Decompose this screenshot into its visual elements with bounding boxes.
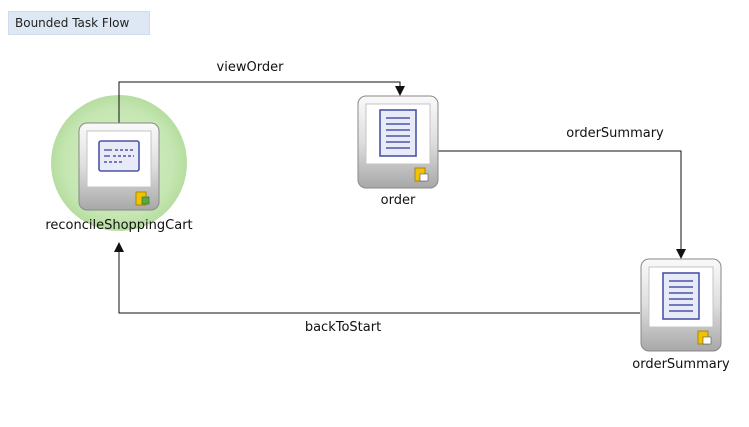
edge-viewOrder[interactable] [118, 81, 405, 123]
node-label-order: order [380, 193, 416, 208]
node-label-orderSummary: orderSummary [632, 357, 730, 372]
view-badge-icon [697, 330, 712, 345]
method-call-node-reconcileShoppingCart[interactable] [78, 122, 160, 211]
view-page-icon [662, 272, 700, 320]
task-flow-type-tag: Bounded Task Flow [8, 11, 150, 35]
view-page-icon [379, 109, 417, 157]
edge-orderSummary[interactable] [438, 150, 686, 259]
edge-label-backToStart: backToStart [304, 320, 382, 335]
edge-label-orderSummary: orderSummary [566, 126, 664, 141]
view-node-order[interactable] [357, 95, 439, 189]
method-call-icon [98, 140, 140, 172]
method-badge-icon [135, 191, 150, 206]
edge-label-viewOrder: viewOrder [216, 60, 284, 75]
edge-backToStart[interactable] [114, 242, 640, 314]
view-badge-icon [414, 167, 429, 182]
node-label-reconcileShoppingCart: reconcileShoppingCart [45, 218, 193, 233]
view-node-orderSummary[interactable] [640, 258, 722, 352]
